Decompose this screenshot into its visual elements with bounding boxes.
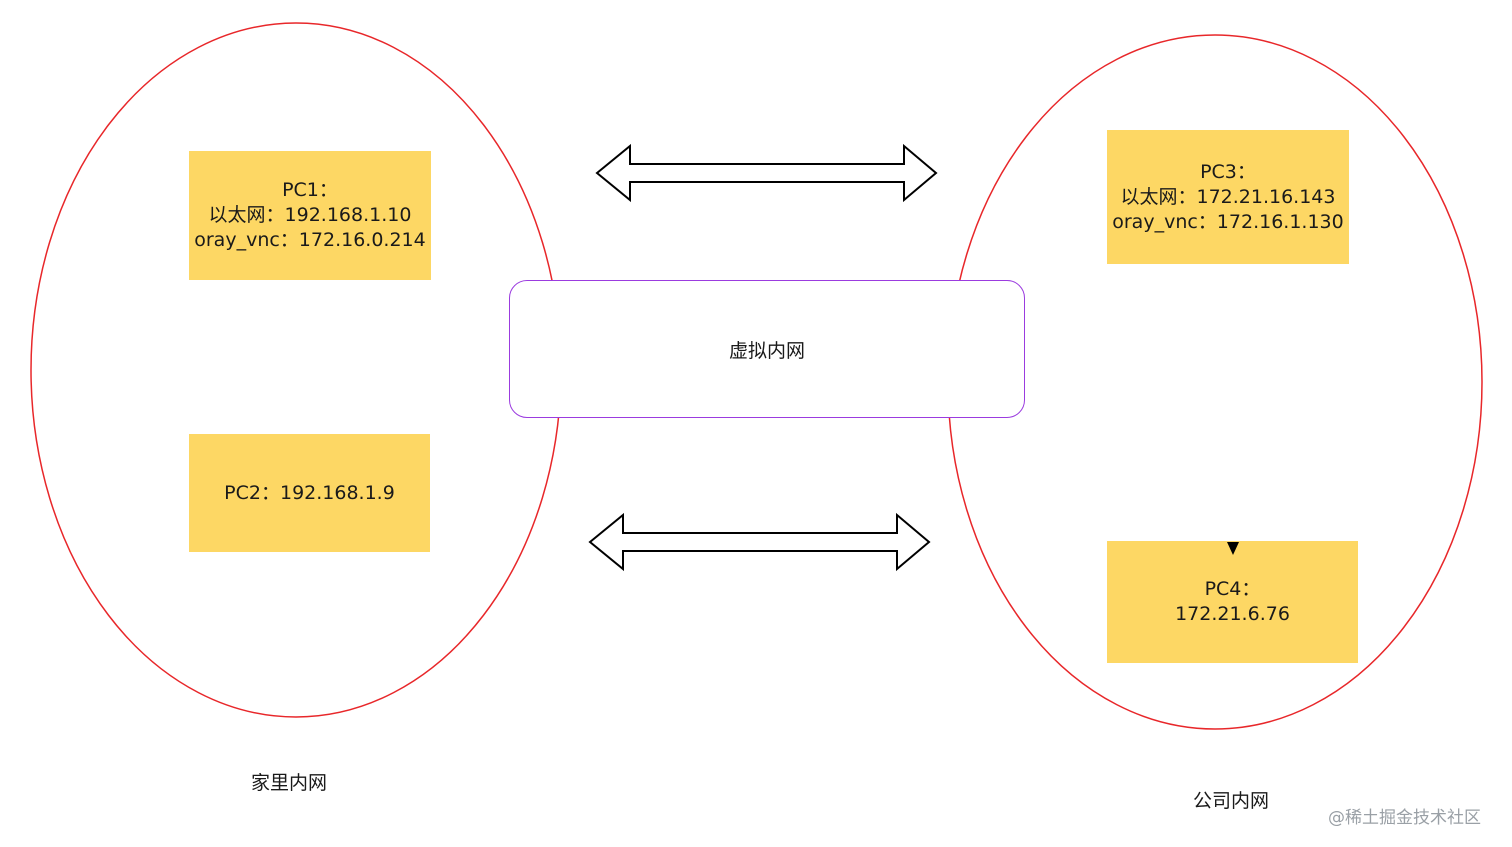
home-network-ellipse [30, 22, 562, 718]
pc4-title: PC4： [1204, 578, 1261, 600]
pc3-ethernet-ip: 以太网：172.21.16.143 [1120, 185, 1336, 208]
pc2-box: PC2：192.168.1.9 [189, 434, 430, 552]
pc3-title: PC3： [1200, 160, 1256, 183]
pc4-ip: 172.21.6.76 [1175, 603, 1290, 625]
watermark: @稀土掘金技术社区 [1328, 808, 1481, 828]
pc4-box: PC4： 172.21.6.76 [1107, 541, 1358, 663]
company-network-label: 公司内网 [1193, 790, 1270, 812]
top-double-arrow [595, 143, 938, 203]
pc4-arrowhead-icon [1227, 542, 1239, 555]
pc3-box: PC3： 以太网：172.21.16.143 oray_vnc：172.16.1… [1107, 130, 1349, 264]
pc1-title: PC1： [282, 179, 338, 201]
virtual-network-label: 虚拟内网 [728, 339, 805, 362]
pc1-box: PC1： 以太网：192.168.1.10 oray_vnc：172.16.0.… [189, 151, 431, 280]
bottom-double-arrow [588, 512, 931, 572]
pc2-ip: PC2：192.168.1.9 [224, 481, 395, 504]
virtual-network-box: 虚拟内网 [509, 280, 1025, 418]
pc1-vnc-ip: oray_vnc：172.16.0.214 [194, 229, 426, 251]
pc3-vnc-ip: oray_vnc：172.16.1.130 [1112, 210, 1344, 233]
home-network-label: 家里内网 [251, 772, 328, 794]
pc1-ethernet-ip: 以太网：192.168.1.10 [208, 204, 412, 226]
